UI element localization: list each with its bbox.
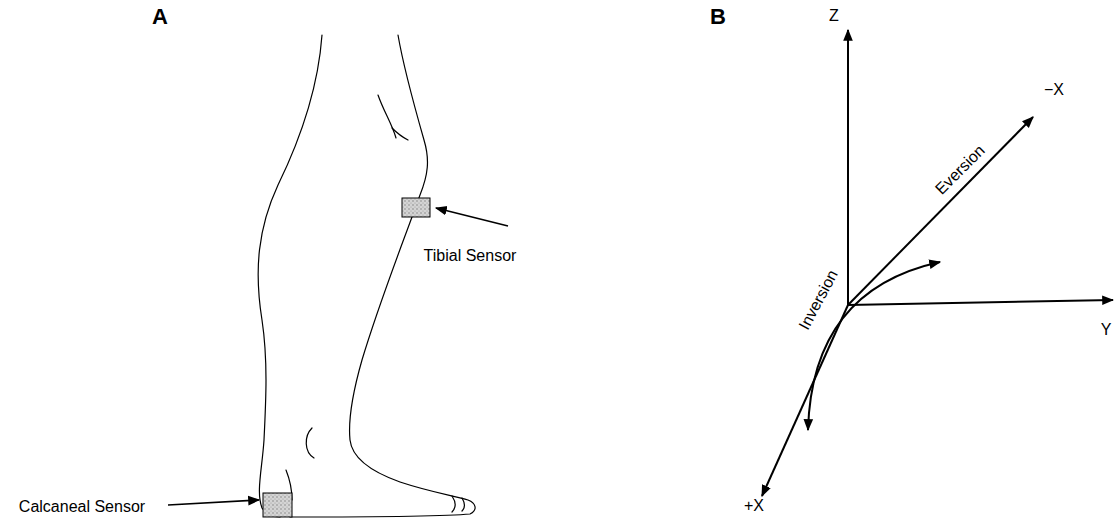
panel-letter: B [710,5,726,29]
tibial-sensor [402,198,430,217]
sensor-label: Calcaneal Sensor [19,498,145,516]
rotation-label: Inversion [795,267,841,333]
calcaneal-sensor [263,493,292,517]
axis-label: +X [744,497,764,515]
leader-arrow [168,500,259,505]
axis-label: Y [1101,321,1112,339]
axis-label: Z [829,7,839,25]
leader-arrow [436,208,508,226]
sensor-label: Tibial Sensor [424,247,517,265]
leg-outline [258,35,475,517]
panel-letter: A [152,5,168,29]
axis-label: −X [1044,81,1064,99]
axes [762,30,1113,496]
